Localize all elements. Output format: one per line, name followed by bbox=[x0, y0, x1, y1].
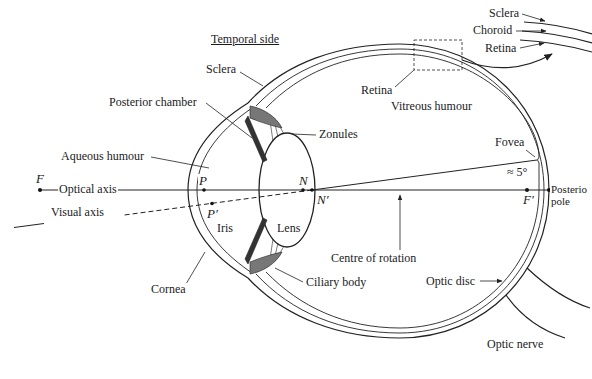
leader bbox=[292, 134, 316, 135]
ciliary-body bbox=[250, 252, 282, 274]
inset-arrow bbox=[462, 54, 552, 68]
point-symbol: P′ bbox=[206, 207, 219, 220]
inset-retina bbox=[520, 40, 592, 52]
part-label: Zonules bbox=[318, 128, 359, 141]
leader bbox=[151, 157, 209, 168]
choroid-outline bbox=[256, 49, 544, 333]
part-label: Optic disc bbox=[425, 275, 476, 288]
leader bbox=[526, 150, 535, 157]
part-label: Aqueous humour bbox=[60, 150, 145, 163]
inset-box bbox=[414, 40, 462, 70]
focal-point bbox=[525, 188, 529, 192]
part-label: Iris bbox=[216, 222, 234, 235]
layer-label: Sclera bbox=[488, 7, 520, 20]
axis-label: Visual axis bbox=[50, 206, 105, 219]
leader bbox=[522, 14, 545, 21]
nodal-point bbox=[310, 188, 314, 192]
part-label: Vitreous humour bbox=[390, 100, 473, 113]
leader bbox=[275, 268, 303, 282]
part-label: Posterio pole bbox=[550, 183, 590, 207]
layer-label: Retina bbox=[484, 42, 517, 55]
point-symbol: P bbox=[198, 174, 208, 187]
principal-point bbox=[210, 202, 214, 206]
focal-point bbox=[38, 188, 42, 192]
visual-axis bbox=[312, 160, 537, 190]
part-label: Lens bbox=[276, 222, 301, 235]
leader bbox=[400, 195, 401, 250]
drawing-part bbox=[14, 14, 592, 338]
part-label: Cornea bbox=[150, 283, 187, 296]
part-label: Posterior chamber bbox=[108, 96, 198, 109]
drawing-part bbox=[151, 14, 546, 284]
retina-outline bbox=[266, 54, 539, 328]
principal-point bbox=[202, 188, 206, 192]
point-symbol: F bbox=[35, 172, 45, 185]
leader bbox=[395, 70, 414, 87]
ciliary-body bbox=[250, 106, 282, 128]
point-symbol: F′ bbox=[522, 193, 535, 206]
point-symbol: N′ bbox=[316, 193, 330, 206]
part-label: Centre of rotation bbox=[330, 252, 417, 265]
leader bbox=[516, 31, 546, 32]
visual-axis-stub bbox=[14, 224, 44, 228]
drawing-part bbox=[245, 106, 282, 274]
leader bbox=[520, 43, 544, 48]
sclera-outline bbox=[248, 44, 549, 338]
optic-nerve bbox=[506, 268, 590, 338]
axis-label: Optical axis bbox=[58, 183, 118, 196]
leader bbox=[186, 252, 205, 284]
point-symbol: N bbox=[298, 174, 309, 187]
part-label: Sclera bbox=[205, 63, 237, 76]
part-label: Retina bbox=[360, 84, 393, 97]
angle-label: ≈ 5° bbox=[506, 166, 528, 179]
layer-label: Choroid bbox=[472, 24, 513, 37]
nodal-point bbox=[301, 188, 305, 192]
part-label: Fovea bbox=[494, 136, 525, 149]
side-label: Temporal side bbox=[210, 33, 280, 46]
leader bbox=[480, 281, 502, 282]
part-label: Ciliary body bbox=[305, 276, 367, 289]
leader bbox=[240, 72, 263, 86]
part-label: Optic nerve bbox=[486, 338, 544, 351]
